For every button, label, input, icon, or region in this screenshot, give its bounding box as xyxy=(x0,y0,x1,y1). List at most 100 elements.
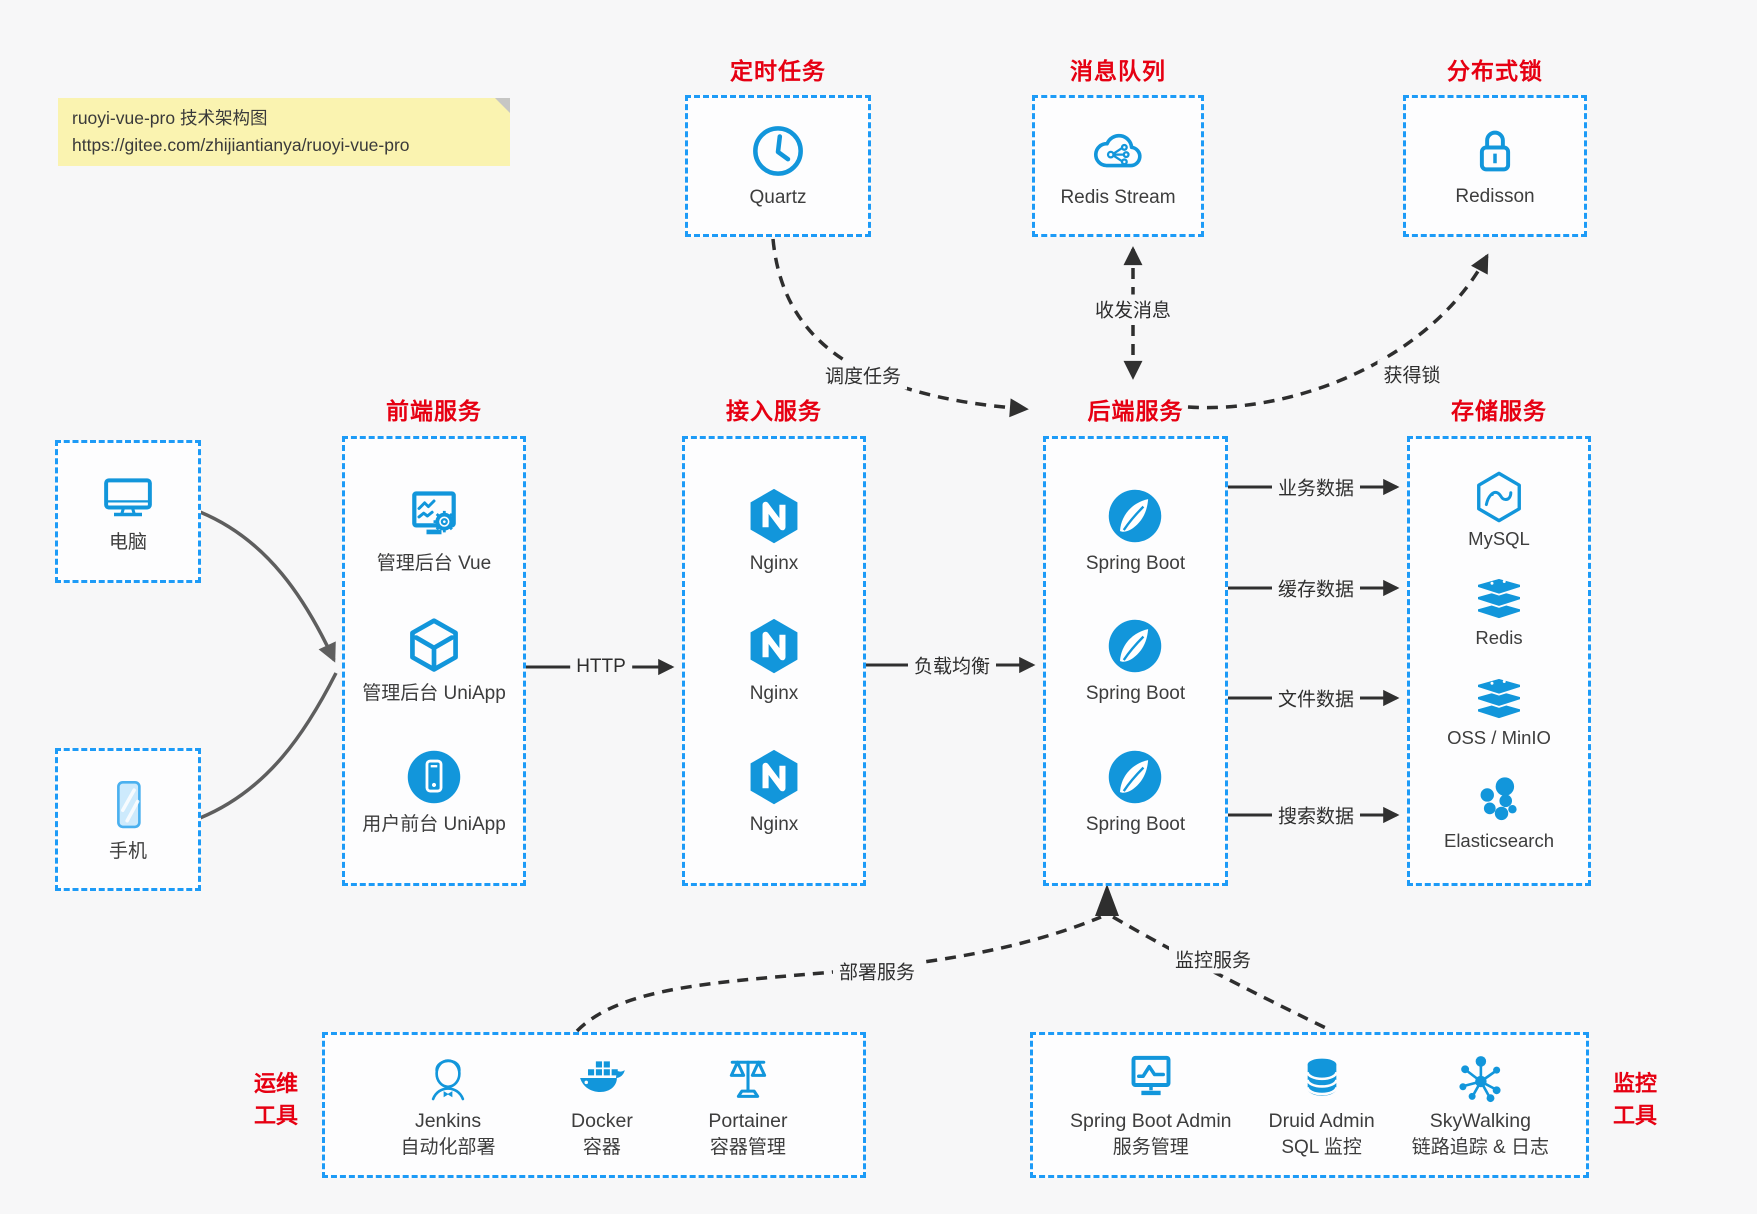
phone-item: 手机 xyxy=(100,776,156,864)
portainer-desc: 容器管理 xyxy=(709,1136,786,1158)
docker-icon xyxy=(580,1060,625,1092)
springboot-label-2: Spring Boot xyxy=(1085,683,1186,705)
frontend-box: 管理后台 Vue 管理后台 UniApp 用户前台 UniApp xyxy=(342,436,526,886)
edge-http-label: HTTP xyxy=(570,655,632,679)
edge-lb-label: 负载均衡 xyxy=(907,650,997,680)
edge-cache-label: 缓存数据 xyxy=(1271,573,1361,603)
portainer-name: Portainer xyxy=(708,1109,788,1132)
jenkins-desc: 自动化部署 xyxy=(400,1136,496,1158)
elasticsearch-label: Elasticsearch xyxy=(1443,829,1554,851)
storage-box: MySQL Redis OSS / MinIO xyxy=(1407,436,1591,886)
mq-box: Redis Stream xyxy=(1032,95,1204,237)
lock-icon xyxy=(1479,130,1511,172)
skywalking-network-icon xyxy=(1459,1055,1501,1102)
phone-icon xyxy=(117,780,141,828)
lock-box: Redisson xyxy=(1403,95,1587,237)
portainer-item: Portainer 容器管理 xyxy=(708,1050,787,1161)
edge-monitor-label: 监控服务 xyxy=(1168,944,1258,974)
druid-desc: SQL 监控 xyxy=(1281,1136,1362,1158)
admin-vue-label: 管理后台 Vue xyxy=(376,552,492,574)
note-fold-corner xyxy=(495,98,510,113)
spring-boot-admin-icon xyxy=(1131,1055,1171,1095)
springboot-label-1: Spring Boot xyxy=(1085,552,1186,574)
nginx-item-2: Nginx xyxy=(743,616,805,706)
clock-icon xyxy=(753,126,803,177)
nginx-label-1: Nginx xyxy=(749,552,799,574)
pc-box: 电脑 xyxy=(55,440,201,583)
ops-tools-label: 运维 工具 xyxy=(253,1071,298,1128)
docker-desc: 容器 xyxy=(582,1136,621,1158)
lock-title: 分布式锁 xyxy=(1447,58,1543,84)
deploy-monitor-arrowhead xyxy=(1095,884,1119,916)
quartz-label: Quartz xyxy=(749,187,807,209)
backend-box: Spring Boot Spring Boot Spring Boot xyxy=(1043,436,1228,886)
edge-search-label: 搜索数据 xyxy=(1271,800,1361,830)
redis-stream-item: Redis Stream xyxy=(1060,122,1176,210)
nginx-label-2: Nginx xyxy=(749,683,799,705)
edge-message-label: 收发消息 xyxy=(1088,294,1178,324)
edge-lock-label: 获得锁 xyxy=(1377,359,1447,389)
access-box: Nginx Nginx Nginx xyxy=(682,436,866,886)
nginx-icon xyxy=(750,488,798,543)
backend-title: 后端服务 xyxy=(1087,398,1184,424)
elasticsearch-item: Elasticsearch xyxy=(1444,774,1554,852)
spring-boot-icon xyxy=(1109,750,1162,803)
nginx-item-1: Nginx xyxy=(743,486,805,576)
nginx-item-3: Nginx xyxy=(743,747,805,837)
frontend-title: 前端服务 xyxy=(386,398,482,424)
jenkins-icon xyxy=(431,1058,465,1100)
monitoring-box: Spring Boot Admin 服务管理 Druid Admin SQL 监… xyxy=(1030,1032,1589,1178)
redis-stream-label: Redis Stream xyxy=(1060,187,1176,209)
jenkins-item: Jenkins 自动化部署 xyxy=(401,1050,496,1161)
springboot-item-1: Spring Boot xyxy=(1086,486,1185,576)
sba-item: Spring Boot Admin 服务管理 xyxy=(1070,1050,1232,1161)
redisson-item: Redisson xyxy=(1455,123,1535,209)
scheduler-title: 定时任务 xyxy=(730,58,826,84)
spring-boot-icon xyxy=(1109,489,1162,542)
access-title: 接入服务 xyxy=(726,398,822,424)
mysql-item: MySQL xyxy=(1468,470,1530,550)
pc-item: 电脑 xyxy=(98,469,158,555)
pc-label: 电脑 xyxy=(108,531,147,553)
springboot-item-2: Spring Boot xyxy=(1086,616,1185,706)
admin-vue-item: 管理后台 Vue xyxy=(377,486,491,576)
docker-item: Docker 容器 xyxy=(571,1050,633,1161)
edge-monitor-line xyxy=(1112,915,1333,1033)
cube-icon xyxy=(410,618,458,672)
user-uniapp-label: 用户前台 UniApp xyxy=(362,813,506,835)
admin-uniapp-item: 管理后台 UniApp xyxy=(362,616,506,706)
redis-label: Redis xyxy=(1475,627,1523,649)
quartz-item: Quartz xyxy=(749,122,807,210)
oss-item: OSS / MinIO xyxy=(1447,675,1551,749)
monitoring-tools-label: 监控 工具 xyxy=(1612,1071,1657,1128)
mysql-icon xyxy=(1477,471,1521,523)
druid-name: Druid Admin xyxy=(1268,1109,1375,1132)
redis-item: Redis xyxy=(1471,575,1527,649)
sba-desc: 服务管理 xyxy=(1112,1136,1189,1158)
nginx-label-3: Nginx xyxy=(749,813,799,835)
sba-name: Spring Boot Admin xyxy=(1070,1109,1232,1132)
skywalking-desc: 链路追踪 & 日志 xyxy=(1411,1136,1549,1158)
jenkins-name: Jenkins xyxy=(414,1109,482,1132)
oss-label: OSS / MinIO xyxy=(1447,726,1551,748)
note: ruoyi-vue-pro 技术架构图 https://gitee.com/zh… xyxy=(58,98,510,166)
mysql-label: MySQL xyxy=(1468,528,1530,550)
note-url: https://gitee.com/zhijiantianya/ruoyi-vu… xyxy=(72,135,410,155)
phone-label: 手机 xyxy=(108,840,147,862)
oss-stack-icon xyxy=(1476,676,1522,720)
springboot-label-3: Spring Boot xyxy=(1085,813,1186,835)
cloud-stream-icon xyxy=(1093,133,1142,168)
nginx-icon xyxy=(750,618,798,674)
user-uniapp-item: 用户前台 UniApp xyxy=(362,747,506,837)
redisson-label: Redisson xyxy=(1455,186,1535,208)
monitor-icon xyxy=(104,478,152,516)
edge-pc-to-frontend xyxy=(199,510,336,663)
edge-deploy-label: 部署服务 xyxy=(832,956,922,986)
druid-item: Druid Admin SQL 监控 xyxy=(1269,1050,1375,1161)
edge-schedule-label: 调度任务 xyxy=(818,360,908,390)
portainer-scales-icon xyxy=(729,1060,767,1098)
mq-title: 消息队列 xyxy=(1070,58,1166,84)
admin-uniapp-label: 管理后台 UniApp xyxy=(362,683,506,705)
redis-stack-icon xyxy=(1476,577,1522,621)
